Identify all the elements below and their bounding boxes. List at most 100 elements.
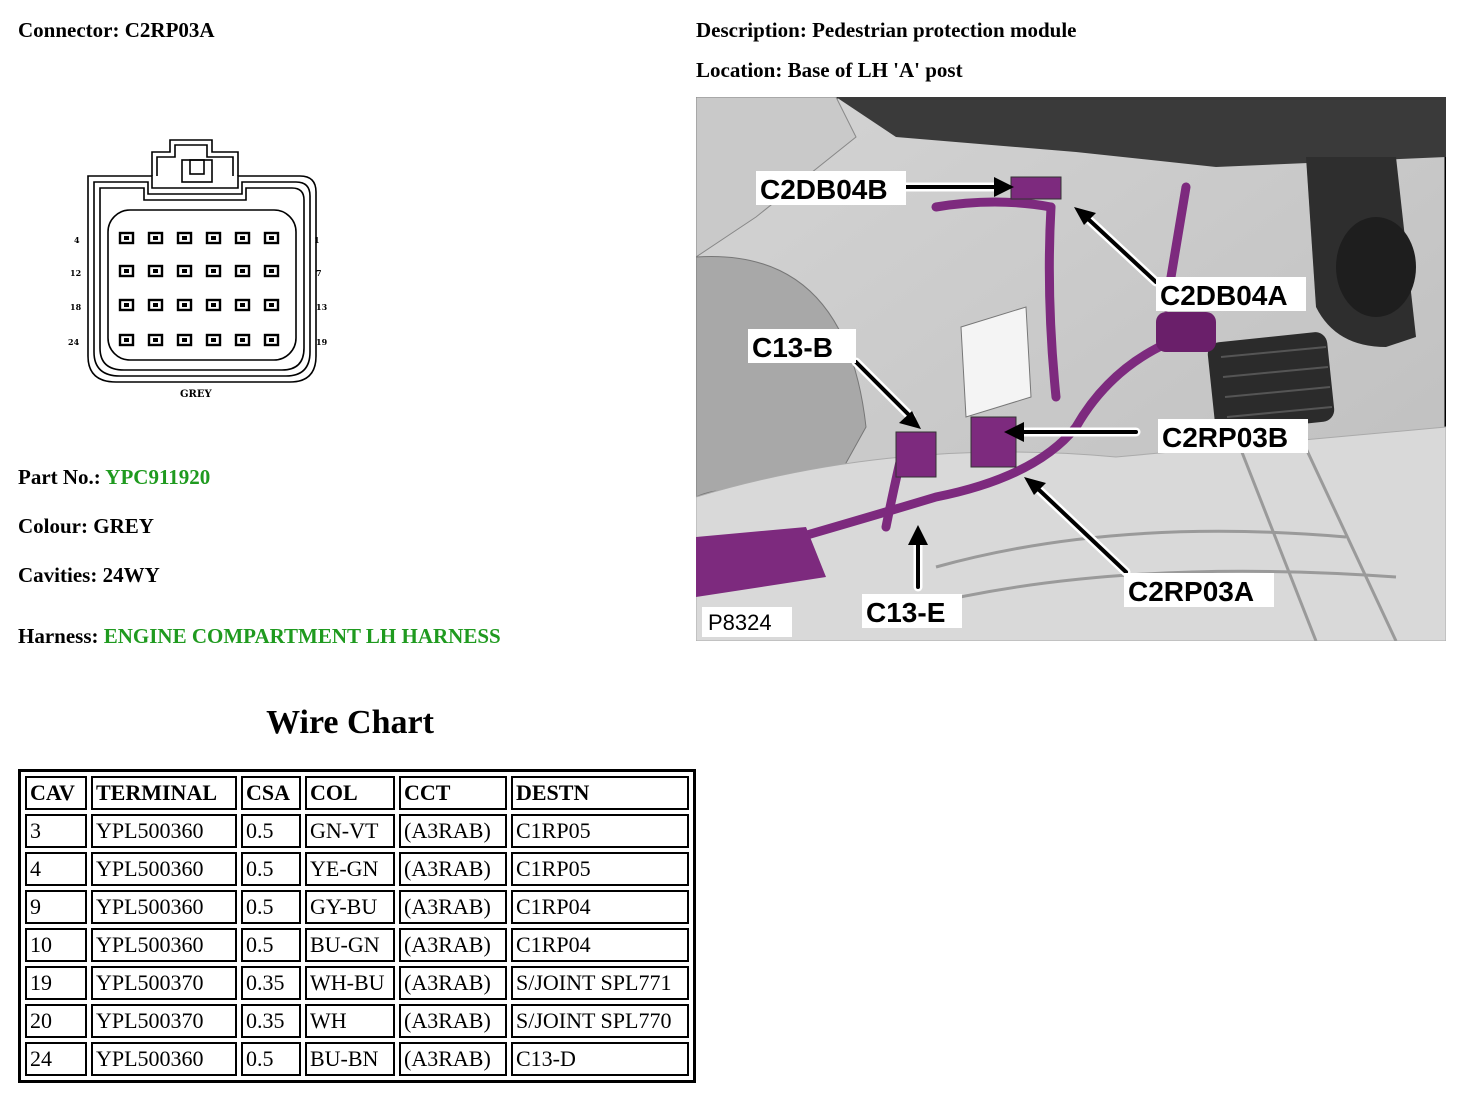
cell-cct: (A3RAB) — [399, 1004, 507, 1038]
description-value: Pedestrian protection module — [812, 18, 1077, 42]
cell-terminal: YPL500370 — [91, 966, 237, 1000]
part-number-line: Part No.: YPC911920 — [18, 465, 211, 489]
pin-label-1: 1 — [314, 235, 320, 245]
pin-cavity — [234, 298, 251, 312]
pin-cavity — [234, 231, 251, 245]
column-header-terminal: TERMINAL — [91, 776, 237, 810]
pin-contact — [211, 236, 216, 240]
pin-contact — [240, 338, 245, 342]
pin-grid — [118, 231, 280, 347]
pin-contact — [124, 303, 129, 307]
colour-value: GREY — [93, 514, 154, 538]
cell-cav: 24 — [25, 1042, 87, 1076]
pin-cavity — [118, 298, 135, 312]
pin-contact — [124, 338, 129, 342]
pin-contact — [269, 269, 274, 273]
cell-col: WH-BU — [305, 966, 395, 1000]
cell-col: GN-VT — [305, 814, 395, 848]
pin-cavity — [205, 264, 222, 278]
pin-cavity — [263, 298, 280, 312]
pin-label-24: 24 — [68, 337, 80, 347]
pin-label-19: 19 — [316, 337, 328, 347]
connector-colour-caption: GREY — [180, 389, 212, 400]
pin-cavity — [234, 333, 251, 347]
pin-cavity — [263, 264, 280, 278]
cell-csa: 0.35 — [241, 966, 301, 1000]
pin-contact — [269, 338, 274, 342]
pin-label-13: 13 — [316, 302, 328, 312]
pin-cavity — [205, 333, 222, 347]
cell-csa: 0.5 — [241, 852, 301, 886]
cell-cct: (A3RAB) — [399, 890, 507, 924]
cell-cct: (A3RAB) — [399, 852, 507, 886]
cell-csa: 0.5 — [241, 890, 301, 924]
cell-terminal: YPL500360 — [91, 852, 237, 886]
column-header-destn: DESTN — [511, 776, 689, 810]
cell-csa: 0.5 — [241, 1042, 301, 1076]
cell-cct: (A3RAB) — [399, 814, 507, 848]
pin-contact — [153, 236, 158, 240]
pin-cavity — [263, 333, 280, 347]
pin-cavity — [176, 298, 193, 312]
pin-contact — [240, 303, 245, 307]
wire-chart-title: Wire Chart — [266, 704, 434, 741]
cell-destn: C1RP04 — [511, 890, 689, 924]
pin-contact — [211, 269, 216, 273]
colour-line: Colour: GREY — [18, 514, 154, 538]
harness-line: Harness: ENGINE COMPARTMENT LH HARNESS — [18, 624, 501, 648]
pin-contact — [240, 269, 245, 273]
pin-cavity — [147, 333, 164, 347]
callout-c2db04b: C2DB04B — [760, 174, 888, 205]
pin-contact — [153, 338, 158, 342]
pin-cavity — [234, 264, 251, 278]
table-header-row: CAV TERMINAL CSA COL CCT DESTN — [25, 776, 689, 810]
pin-cavity — [205, 231, 222, 245]
cell-cct: (A3RAB) — [399, 928, 507, 962]
cell-col: WH — [305, 1004, 395, 1038]
connector-face-diagram: 4 1 12 7 18 13 24 19 GREY — [68, 139, 328, 400]
pin-contact — [124, 236, 129, 240]
column-header-csa: CSA — [241, 776, 301, 810]
cell-col: GY-BU — [305, 890, 395, 924]
cell-terminal: YPL500360 — [91, 928, 237, 962]
pin-cavity — [147, 264, 164, 278]
cell-destn: C1RP05 — [511, 852, 689, 886]
pin-contact — [182, 236, 187, 240]
pin-label-12: 12 — [70, 268, 81, 278]
pin-contact — [211, 303, 216, 307]
location-label: Location: Base of LH 'A' post — [696, 58, 963, 82]
pin-contact — [211, 338, 216, 342]
connector-id: C2RP03A — [124, 18, 215, 42]
pin-cavity — [176, 231, 193, 245]
cell-cav: 20 — [25, 1004, 87, 1038]
part-number-link[interactable]: YPC911920 — [105, 465, 211, 489]
location-photo: C2DB04B C2DB04A C13-B C2RP03B C2RP03A C1… — [696, 97, 1446, 641]
cavities-value: 24WY — [102, 563, 160, 587]
callout-c13-b: C13-B — [752, 332, 833, 363]
cell-destn: S/JOINT SPL770 — [511, 1004, 689, 1038]
pin-cavity — [263, 231, 280, 245]
cell-col: BU-BN — [305, 1042, 395, 1076]
cell-cct: (A3RAB) — [399, 966, 507, 1000]
cell-terminal: YPL500360 — [91, 890, 237, 924]
pin-contact — [124, 269, 129, 273]
pin-contact — [269, 236, 274, 240]
cell-cav: 10 — [25, 928, 87, 962]
figure-id: P8324 — [708, 610, 772, 635]
cell-terminal: YPL500360 — [91, 1042, 237, 1076]
harness-link[interactable]: ENGINE COMPARTMENT LH HARNESS — [103, 624, 501, 648]
pin-cavity — [147, 298, 164, 312]
cell-csa: 0.5 — [241, 928, 301, 962]
pin-cavity — [118, 231, 135, 245]
pin-contact — [153, 303, 158, 307]
pin-cavity — [176, 264, 193, 278]
pin-label-7: 7 — [316, 268, 322, 278]
pin-cavity — [118, 264, 135, 278]
description-label: Description: Pedestrian protection modul… — [696, 18, 1077, 42]
